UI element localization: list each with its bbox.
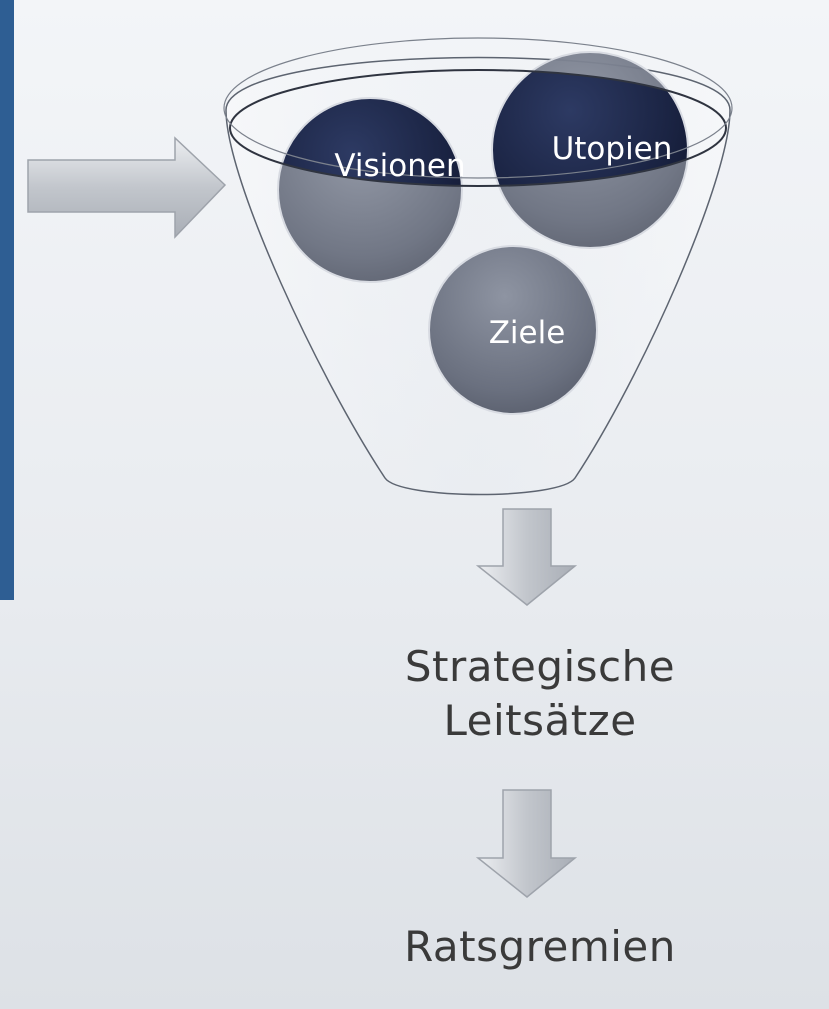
caption-line-1: Strategische — [404, 642, 676, 691]
right-arrow-icon — [27, 136, 227, 239]
caption-strategische-leitsaetze: Strategische Leitsätze — [360, 640, 720, 748]
circle-visionen — [277, 97, 463, 283]
caption-line-2: Leitsätze — [443, 696, 637, 745]
caption-ratsgremien: Ratsgremien — [404, 922, 676, 971]
left-accent-bar — [0, 0, 14, 600]
down-arrow-icon — [475, 508, 578, 606]
down-arrow-icon — [475, 789, 578, 898]
circle-ziele — [428, 245, 598, 415]
label-visionen: Visionen — [334, 148, 465, 184]
label-ziele: Ziele — [489, 315, 566, 351]
funnel-rim — [229, 69, 727, 187]
label-utopien: Utopien — [552, 131, 673, 167]
circle-utopien — [491, 51, 689, 249]
